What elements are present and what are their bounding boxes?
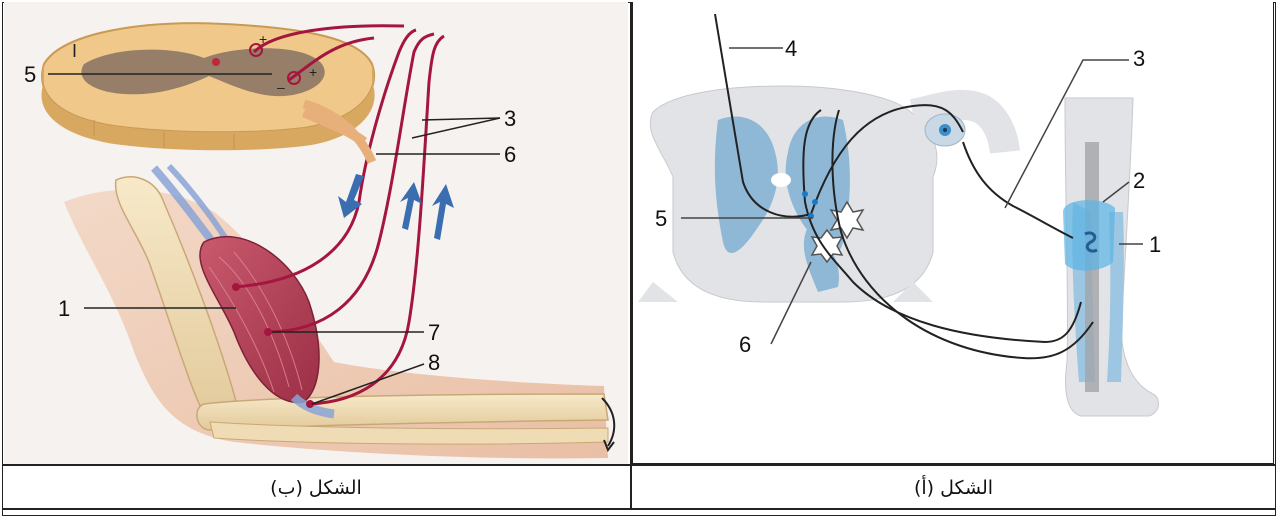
figure-b-panel: + + – I 5 3 6 1 7 8 bbox=[4, 2, 628, 464]
label-b-6: 6 bbox=[504, 142, 516, 167]
label-a-1: 1 bbox=[1149, 232, 1161, 257]
caption-figure-b: الشكل (ب) bbox=[4, 468, 628, 508]
label-b-1: 1 bbox=[58, 296, 70, 321]
vertical-divider bbox=[630, 2, 632, 510]
figure-b-illustration: + + – I 5 3 6 1 7 8 bbox=[4, 2, 628, 464]
svg-text:+: + bbox=[309, 64, 317, 80]
label-a-4: 4 bbox=[785, 36, 797, 61]
figure-a-panel: 4 3 2 1 5 6 bbox=[632, 2, 1274, 464]
caption-figure-a: الشكل (أ) bbox=[633, 468, 1274, 508]
figure-a-illustration: 4 3 2 1 5 6 bbox=[633, 2, 1273, 464]
label-a-3: 3 bbox=[1133, 46, 1145, 71]
label-a-5: 5 bbox=[655, 206, 667, 231]
label-b-7: 7 bbox=[428, 320, 440, 345]
label-b-5: 5 bbox=[24, 62, 36, 87]
label-b-3: 3 bbox=[504, 106, 516, 131]
label-b-8: 8 bbox=[428, 350, 440, 375]
label-a-6: 6 bbox=[739, 332, 751, 357]
caption-bottom-rule bbox=[2, 508, 1276, 510]
svg-text:–: – bbox=[277, 79, 285, 95]
spinal-cord-section bbox=[41, 23, 374, 150]
caption-top-rule bbox=[2, 464, 1276, 466]
svg-text:+: + bbox=[259, 31, 267, 47]
label-b-roman: I bbox=[72, 41, 77, 61]
label-a-2: 2 bbox=[1133, 168, 1145, 193]
